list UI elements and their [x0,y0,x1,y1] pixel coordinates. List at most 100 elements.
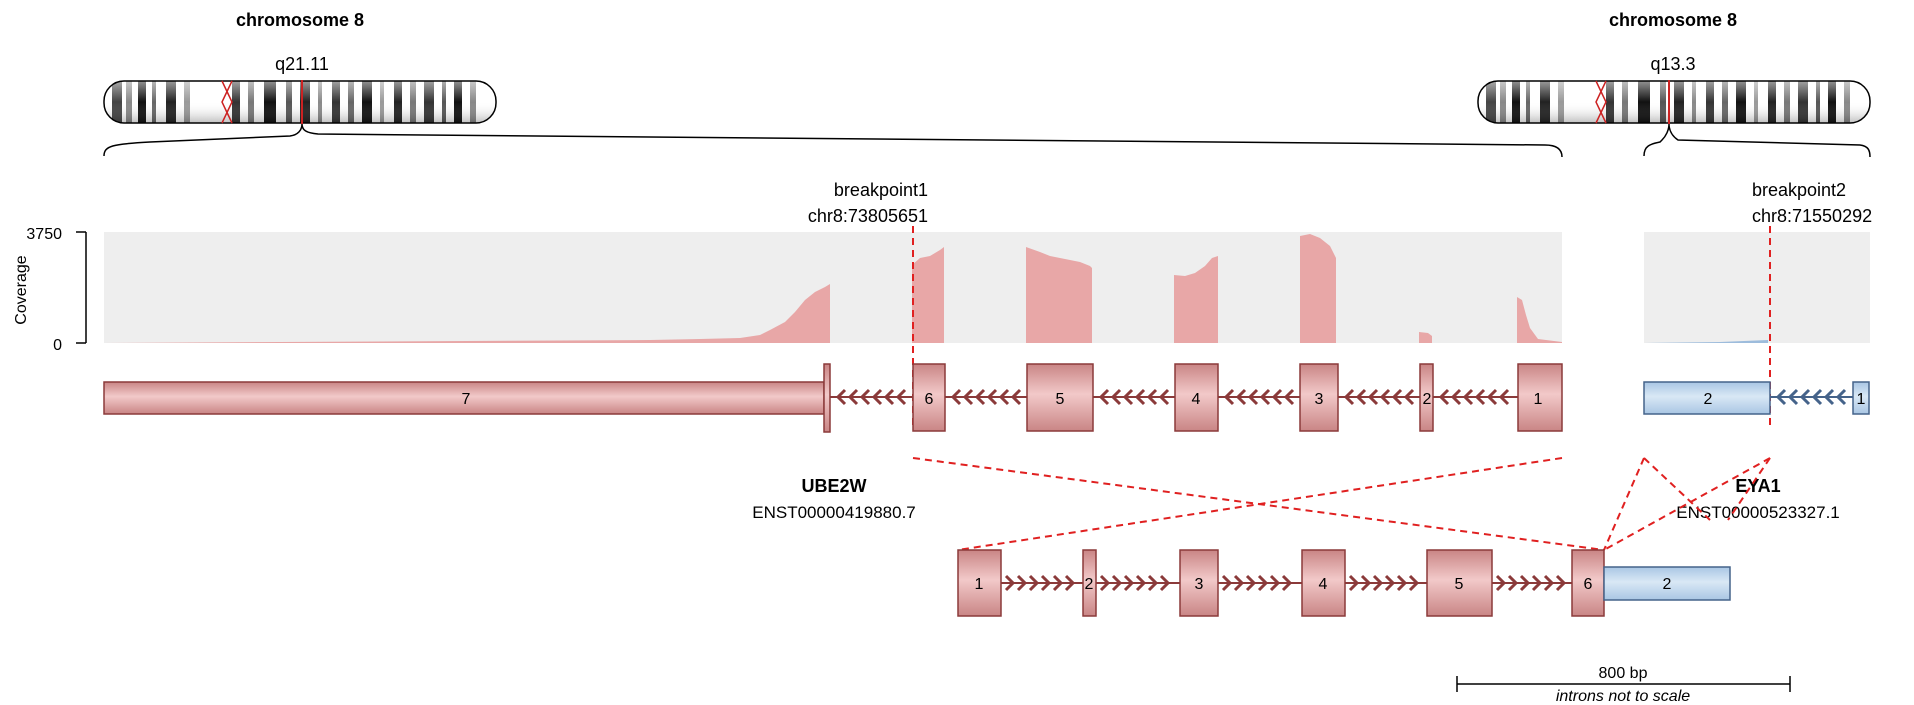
fusion-exon-3 [1179,549,1219,617]
ube2w-gene-name: UBE2W [801,476,866,496]
ube2w-exon-5 [1026,363,1094,432]
intron-direction-arrow [1343,388,1355,406]
intron-direction-arrow [974,388,986,406]
intron-direction-arrow [1396,574,1408,592]
coverage-axis [76,231,87,344]
breakpoint1-label: breakpoint1 [834,180,928,200]
ube2w-transcript-id: ENST00000419880.7 [752,503,916,522]
ube2w-exon-label-3: 3 [1315,391,1324,408]
ube2w-exon-7 [103,381,825,415]
intron-direction-arrow [1257,574,1269,592]
intron-direction-arrow [1283,388,1295,406]
intron-direction-arrow [1004,574,1016,592]
intron-direction-arrow [1111,574,1123,592]
left-zoom-brace [103,123,1563,158]
eya1-exon-2 [1643,381,1771,415]
intron-direction-arrow [1259,388,1271,406]
intron-direction-arrow [1233,574,1245,592]
intron-direction-arrow [1543,574,1555,592]
intron-direction-arrow [1134,388,1146,406]
eya1-transcript-id: ENST00000523327.1 [1676,503,1840,522]
left-chromosome-title: chromosome 8 [236,10,364,30]
fusion-exon-2 [1082,549,1097,617]
intron-direction-arrow [1474,388,1486,406]
fusion-exon-4 [1301,549,1346,617]
intron-direction-arrow [895,388,907,406]
intron-direction-arrow [1147,574,1159,592]
breakpoint2-coordinate: chr8:71550292 [1752,206,1872,226]
intron-direction-arrow [1110,388,1122,406]
intron-direction-arrow [1146,388,1158,406]
intron-direction-arrow [1391,388,1403,406]
intron-direction-arrow [1016,574,1028,592]
fusion-exon-label-6: 6 [1584,576,1593,593]
intron-direction-arrow [859,388,871,406]
left-coverage-profile [104,234,1562,343]
breakpoint2-label: breakpoint2 [1752,180,1846,200]
eya1-transcript: 2 1 [1643,381,1870,415]
ube2w-exon-label-1: 1 [1534,391,1543,408]
coverage-axis-label: Coverage [13,255,30,324]
intron-direction-arrow [986,388,998,406]
intron-direction-arrow [1235,388,1247,406]
intron-direction-arrow [1010,388,1022,406]
fusion-exon-label-eya1-2: 2 [1663,576,1672,593]
intron-direction-arrow [883,388,895,406]
eya1-exon-label-2: 2 [1704,391,1713,408]
ube2w-exon-7-cds [823,363,831,433]
right-chromosome-title: chromosome 8 [1609,10,1737,30]
eya1-exon-1 [1852,381,1870,415]
fusion-exon-label-3: 3 [1195,576,1204,593]
intron-direction-arrow [1223,388,1235,406]
ube2w-exon-label-7: 7 [462,391,471,408]
fusion-exon-label-1: 1 [975,576,984,593]
intron-direction-arrow [1823,388,1835,406]
intron-direction-arrow [1498,388,1510,406]
intron-direction-arrow [1403,388,1415,406]
intron-direction-arrow [1372,574,1384,592]
intron-direction-arrow [1159,574,1171,592]
intron-direction-arrow [1348,574,1360,592]
ube2w-exon-label-4: 4 [1192,391,1201,408]
fusion-mapping-lines [912,457,1771,551]
ube2w-exon-label-5: 5 [1056,391,1065,408]
intron-direction-arrow [1384,574,1396,592]
intron-direction-arrow [1486,388,1498,406]
intron-direction-arrow [1555,574,1567,592]
right-chromosome-ideogram [1477,80,1871,124]
ube2w-exon-1 [1517,363,1563,432]
intron-direction-arrow [1028,574,1040,592]
intron-direction-arrow [1099,574,1111,592]
scale-bar [1456,676,1791,692]
ube2w-exon-6 [912,363,946,432]
intron-direction-arrow [1495,574,1507,592]
eya1-exon-label-1: 1 [1857,391,1866,408]
intron-direction-arrow [1438,388,1450,406]
intron-direction-arrow [1787,388,1799,406]
intron-direction-arrow [1811,388,1823,406]
scale-note: introns not to scale [1556,688,1690,705]
coverage-min-label: 0 [53,337,62,354]
scale-bar-label: 800 bp [1599,665,1648,682]
fusion-transcript: 1 2 3 4 5 6 2 [957,549,1731,617]
intron-direction-arrow [1519,574,1531,592]
intron-direction-arrow [1367,388,1379,406]
intron-direction-arrow [950,388,962,406]
intron-direction-arrow [998,388,1010,406]
coverage-max-label: 3750 [26,226,62,243]
intron-direction-arrow [1040,574,1052,592]
right-zoom-brace [1643,123,1871,158]
fusion-exon-1 [957,549,1002,617]
fusion-exon-6 [1571,549,1605,617]
intron-direction-arrow [1281,574,1293,592]
fusion-exon-label-2: 2 [1085,576,1094,593]
intron-direction-arrow [1507,574,1519,592]
ube2w-exon-4 [1174,363,1219,432]
intron-direction-arrow [1247,388,1259,406]
fusion-exon-label-4: 4 [1319,576,1328,593]
fusion-exon-5 [1426,549,1493,617]
intron-direction-arrow [1450,388,1462,406]
right-coverage-track [1644,232,1870,343]
intron-direction-arrow [1355,388,1367,406]
intron-direction-arrow [1098,388,1110,406]
